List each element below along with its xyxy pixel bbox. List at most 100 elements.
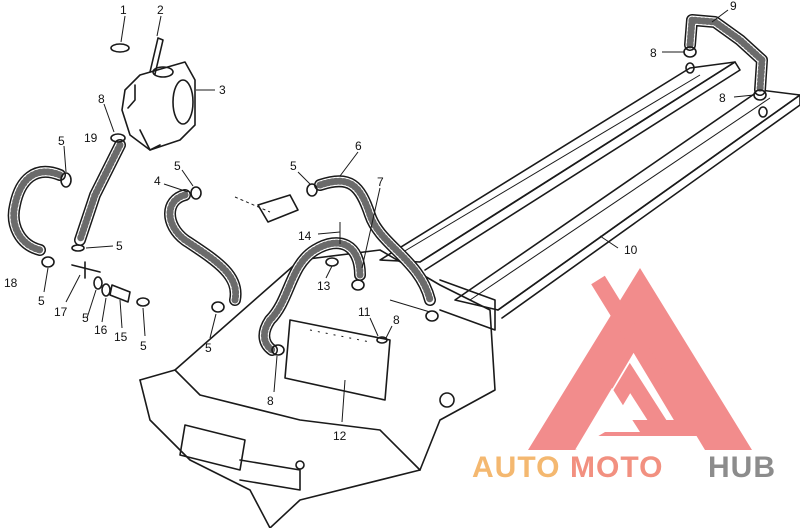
tank-neck xyxy=(127,84,136,109)
panel-rivets xyxy=(309,329,371,343)
callout-8: 8 xyxy=(719,91,726,105)
tunnel-front xyxy=(139,379,271,528)
callout-5: 5 xyxy=(140,339,147,353)
leader-15 xyxy=(119,299,123,329)
clamp-5f xyxy=(190,186,202,200)
leader-9 xyxy=(711,9,729,23)
leader-4b xyxy=(234,196,271,213)
clamp-5b xyxy=(41,256,55,268)
clamp-8c xyxy=(271,344,285,356)
callout-8: 8 xyxy=(267,394,274,408)
leader-5h xyxy=(297,171,311,185)
brand-logo-icon xyxy=(528,268,752,450)
clamp-7 xyxy=(351,279,365,291)
logo-inner-fill xyxy=(575,388,640,450)
rail-lower xyxy=(454,89,800,311)
clamp-13 xyxy=(325,257,339,267)
tee-17 xyxy=(71,261,101,279)
callout-1: 1 xyxy=(120,3,127,17)
leader-2 xyxy=(156,15,162,37)
clamp-5g xyxy=(211,301,225,313)
leader-16 xyxy=(101,297,107,323)
leader-5c xyxy=(85,245,114,249)
leader-lines xyxy=(43,9,755,423)
clamp-icon xyxy=(41,46,768,356)
dipstick-2 xyxy=(149,37,164,75)
logo-outer-triangle xyxy=(528,268,752,450)
leader-5d xyxy=(86,289,97,319)
leader-7 xyxy=(361,187,381,269)
callout-8: 8 xyxy=(393,313,400,327)
leader-8b xyxy=(385,325,393,339)
leader-5g xyxy=(209,313,217,339)
frame-rail-icon xyxy=(379,61,800,319)
tunnel-rear xyxy=(439,279,496,331)
tunnel-panel xyxy=(284,319,391,401)
tunnel-floor-edge xyxy=(174,369,421,471)
leader-6 xyxy=(339,151,359,177)
callout-15: 15 xyxy=(114,330,128,344)
leader-5b xyxy=(43,267,49,293)
clamp-5c xyxy=(71,244,85,252)
tank-outlet xyxy=(139,129,161,151)
tank-cap-1 xyxy=(110,43,130,53)
tank-cap xyxy=(152,66,174,78)
leader-5e xyxy=(142,307,146,337)
rail-upper xyxy=(379,61,736,263)
leader-12 xyxy=(341,379,346,423)
clamp-5a xyxy=(60,172,72,188)
callout-9: 9 xyxy=(730,0,737,13)
callout-3: 3 xyxy=(219,83,226,97)
hose-icon xyxy=(7,14,768,356)
callout-5: 5 xyxy=(174,159,181,173)
tunnel-hole xyxy=(439,392,455,408)
clamp-8b xyxy=(376,336,388,344)
tank-body xyxy=(121,61,196,151)
clamp-6 xyxy=(425,310,439,322)
callout-2: 2 xyxy=(157,3,164,17)
tunnel-outline xyxy=(139,249,496,528)
watermark-auto: AUTO xyxy=(472,451,560,484)
leader-13 xyxy=(325,265,333,279)
rail-lower-edge xyxy=(497,94,800,319)
callout-18: 18 xyxy=(4,276,18,290)
leader-8e xyxy=(733,94,755,98)
callout-8: 8 xyxy=(98,92,105,106)
tunnel-bumper xyxy=(179,424,246,471)
callout-16: 16 xyxy=(94,323,108,337)
clamp-5d xyxy=(93,276,103,290)
clamp-5h xyxy=(306,183,318,197)
leader-6b xyxy=(389,299,431,313)
chassis-tunnel-icon xyxy=(139,249,496,528)
leader-4 xyxy=(163,183,189,193)
watermark-text: AUTO MOTO HUB xyxy=(472,451,775,484)
clamp-8a xyxy=(110,133,126,143)
leader-8a xyxy=(103,103,115,133)
fitting-9b xyxy=(758,106,768,118)
leader-17 xyxy=(65,274,81,303)
callout-17: 17 xyxy=(54,305,68,319)
callout-5: 5 xyxy=(58,134,65,148)
callout-5: 5 xyxy=(38,294,45,308)
callout-19: 19 xyxy=(84,131,98,145)
junction-block xyxy=(257,194,299,223)
leader-10 xyxy=(599,235,619,249)
callouts: 1 2 3 8 5 19 18 5 17 5 16 15 5 4 5 5 5 6… xyxy=(4,0,737,443)
callout-12: 12 xyxy=(333,429,347,443)
oil-tank-icon xyxy=(110,37,196,151)
rail-lower-line xyxy=(469,97,771,301)
leader-5f xyxy=(181,169,194,187)
callout-13: 13 xyxy=(317,279,331,293)
leader-11 xyxy=(369,317,379,337)
tank-hole xyxy=(172,79,194,125)
watermark-moto: MOTO xyxy=(570,451,663,484)
fitting-16 xyxy=(101,283,111,297)
filter-15 xyxy=(109,284,131,303)
callout-5: 5 xyxy=(116,239,123,253)
callout-11: 11 xyxy=(358,305,371,319)
callout-5: 5 xyxy=(205,341,212,355)
rail-upper-edge xyxy=(419,61,741,271)
callout-4: 4 xyxy=(154,174,161,188)
